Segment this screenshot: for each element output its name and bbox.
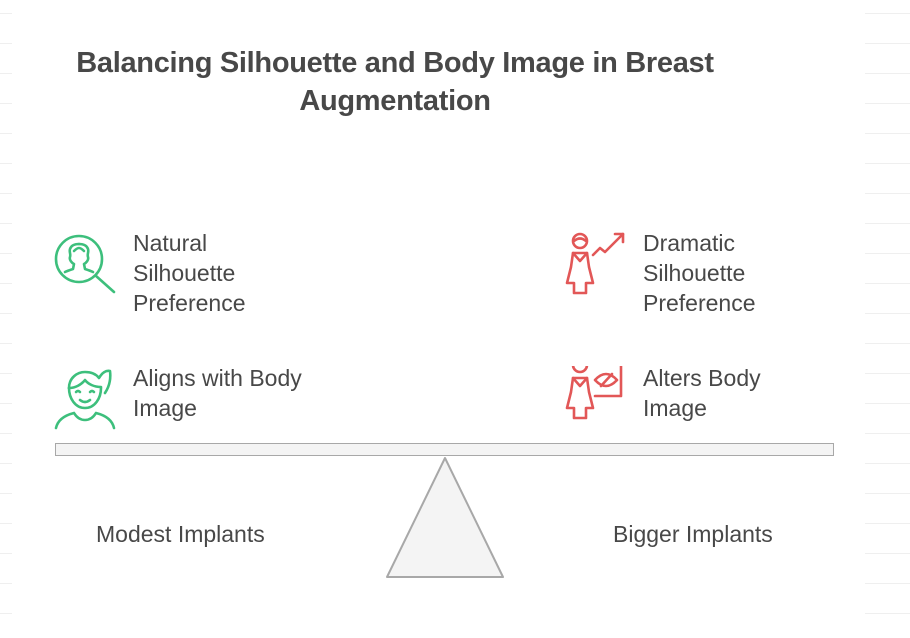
seesaw-beam (55, 443, 834, 456)
item-label: Natural Silhouette Preference (133, 230, 246, 316)
item-label: Aligns with Body Image (133, 365, 302, 421)
background-lines-right (865, 0, 910, 638)
seesaw-fulcrum (386, 457, 504, 578)
left-item-aligns-body-image: Aligns with Body Image (54, 365, 302, 430)
woman-smiling-icon (54, 369, 116, 430)
item-label: Alters Body Image (643, 365, 761, 421)
item-label: Dramatic Silhouette Preference (643, 230, 756, 316)
background-lines-left (0, 0, 12, 638)
right-item-alters-body-image: Alters Body Image (564, 365, 761, 430)
right-side-label: Bigger Implants (613, 521, 773, 547)
left-item-natural-silhouette: Natural Silhouette Preference (54, 230, 246, 318)
right-item-dramatic-silhouette: Dramatic Silhouette Preference (564, 230, 756, 318)
person-search-icon (54, 234, 116, 294)
diagram-title: Balancing Silhouette and Body Image in B… (40, 44, 750, 120)
left-side-label: Modest Implants (96, 521, 265, 547)
title-line-1: Balancing Silhouette and Body Image in B… (76, 47, 714, 79)
woman-presentation-eye-icon (565, 366, 623, 420)
title-line-2: Augmentation (299, 85, 491, 117)
woman-trend-up-icon (565, 232, 625, 295)
